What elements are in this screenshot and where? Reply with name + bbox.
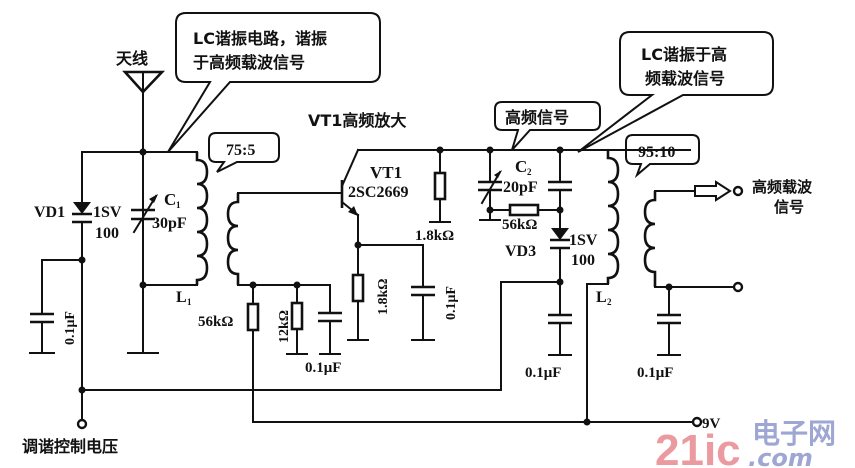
output-terminal[interactable] bbox=[732, 185, 744, 197]
inductor-l2-icon bbox=[606, 150, 620, 284]
vd1-part-line1: 1SV bbox=[93, 204, 122, 221]
tuning-voltage-terminal[interactable] bbox=[76, 418, 88, 430]
varactor-vd1-icon bbox=[72, 202, 92, 224]
antenna-label: 天线 bbox=[116, 49, 148, 68]
resistor-56k-icon bbox=[246, 302, 260, 332]
amplifier-title: VT1高频放大 bbox=[308, 111, 406, 130]
watermark-21ic: 21ic bbox=[655, 426, 741, 468]
capacitor-icon bbox=[30, 312, 54, 324]
tuning-voltage-label: 调谐控制电压 bbox=[22, 437, 118, 456]
supply-terminal[interactable] bbox=[691, 416, 703, 428]
watermark-cn: 电子网 bbox=[752, 417, 836, 450]
callout-lc2-line1: LC谐振于高 bbox=[641, 45, 727, 64]
vd3-part-line2: 100 bbox=[571, 252, 595, 269]
out-bypass-cap-label: 0.1μF bbox=[637, 365, 673, 381]
emitter-bypass-cap-label: 0.1μF bbox=[444, 286, 459, 320]
callout-ratio1: 75:5 bbox=[208, 132, 280, 173]
callout-lc1: LC谐振电路，谐振 于高频载波信号 bbox=[167, 12, 381, 153]
c2-label: C bbox=[515, 157, 527, 176]
vd1-part-line2: 100 bbox=[95, 225, 119, 242]
resistor-56k-c2-icon bbox=[508, 203, 540, 217]
r-emitter-label: 1.8kΩ bbox=[376, 279, 391, 316]
transistor-vt1-icon bbox=[340, 148, 360, 217]
l2-subscript: 2 bbox=[607, 297, 612, 307]
ratio2-text: 95:10 bbox=[638, 144, 675, 161]
output-arrow-icon bbox=[694, 180, 732, 202]
vt1-part: 2SC2669 bbox=[348, 184, 408, 201]
vd3-part-line1: 1SV bbox=[569, 232, 598, 249]
output-ground-terminal[interactable] bbox=[732, 281, 744, 293]
callout-lc2: LC谐振于高 频载波信号 bbox=[577, 31, 774, 153]
output-label-line2: 信号 bbox=[774, 198, 804, 216]
r12k-label: 12kΩ bbox=[277, 310, 292, 343]
antenna-icon bbox=[122, 70, 166, 94]
l2-label: L bbox=[596, 289, 607, 306]
vd3-label: VD3 bbox=[505, 243, 536, 260]
vt1-label: VT1 bbox=[370, 163, 402, 182]
callout-rf-signal: 高频信号 bbox=[494, 101, 601, 151]
variable-capacitor-c1-icon bbox=[131, 194, 158, 234]
c2-subscript: 2 bbox=[527, 167, 532, 177]
callout-rf-signal-text: 高频信号 bbox=[505, 108, 569, 127]
ratio1-text: 75:5 bbox=[226, 142, 255, 159]
vd1-label: VD1 bbox=[34, 204, 65, 221]
l1-label: L bbox=[176, 289, 187, 306]
vd1-bypass-cap-label: 0.1μF bbox=[63, 311, 78, 345]
c1-value: 30pF bbox=[152, 215, 187, 232]
c1-label: C bbox=[164, 190, 176, 209]
varactor-vd3-icon bbox=[550, 228, 570, 250]
inductor-l1-secondary-icon bbox=[226, 193, 240, 285]
watermark-com: .com bbox=[748, 444, 813, 468]
watermark: 21ic 电子网 .com bbox=[655, 417, 836, 468]
callout-lc1-line1: LC谐振电路，谐振 bbox=[193, 29, 327, 48]
resistor-emitter-icon bbox=[351, 273, 365, 303]
c1-subscript: 1 bbox=[176, 200, 181, 210]
resistor-collector-icon bbox=[433, 171, 447, 201]
output-label-line1: 高频载波 bbox=[752, 178, 813, 196]
resistor-12k-icon bbox=[290, 301, 304, 331]
inductor-l1-icon bbox=[195, 152, 209, 285]
callout-lc2-line2: 频载波信号 bbox=[645, 69, 725, 88]
inductor-l2-secondary-icon bbox=[643, 191, 657, 287]
c2-value: 20pF bbox=[503, 179, 538, 196]
r56k-c2-label: 56kΩ bbox=[502, 217, 537, 233]
base-bypass-cap-label: 0.1μF bbox=[305, 360, 341, 376]
vd3-bypass-cap-label: 0.1μF bbox=[525, 365, 561, 381]
supply-label: 9V bbox=[702, 416, 721, 432]
callout-lc1-line2: 于高频载波信号 bbox=[193, 53, 305, 72]
r-collector-label: 1.8kΩ bbox=[415, 228, 454, 244]
l1-subscript: 1 bbox=[187, 297, 192, 307]
r56k-bias-label: 56kΩ bbox=[198, 314, 233, 330]
callout-ratio2: 95:10 bbox=[625, 134, 700, 179]
